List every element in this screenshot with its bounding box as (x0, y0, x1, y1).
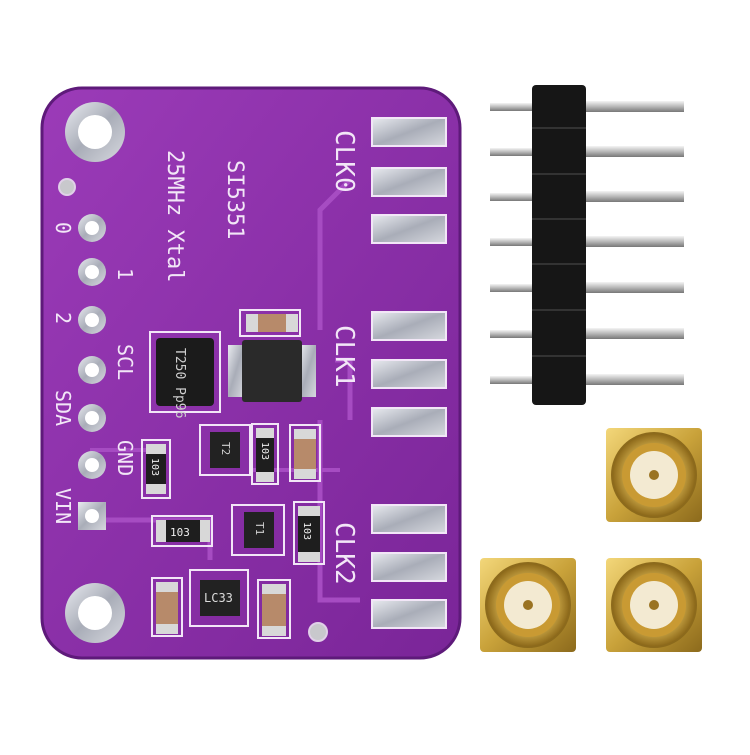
pin-header (490, 85, 684, 405)
transistor-t1: T1 (231, 504, 285, 556)
clk0-label: CLK0 (329, 130, 359, 193)
t2-label: T2 (219, 442, 232, 455)
clk2-edge-pads (371, 504, 447, 629)
resistor-right: 103 (293, 501, 325, 565)
resistor-horizontal: 103 (151, 515, 213, 547)
resistor-mid: 103 (251, 423, 279, 485)
fiducial-top (58, 178, 76, 196)
resistor-mid-label: 103 (259, 442, 270, 460)
resistor-horizontal-label: 103 (170, 526, 190, 539)
clk1-label: CLK1 (329, 325, 359, 388)
pin-label-vin: VIN (51, 488, 75, 524)
transistor-t2: T2 (199, 424, 251, 476)
mounting-hole-bottom (65, 583, 125, 643)
pin-label-2: 2 (51, 312, 75, 324)
pin-label-scl: SCL (113, 344, 137, 380)
mounting-hole-top (65, 102, 125, 162)
clk1-edge-pads (371, 311, 447, 437)
fiducial-bottom (308, 622, 328, 642)
resistor-left-label: 103 (149, 458, 160, 476)
crystal-label: 25MHz Xtal (162, 150, 187, 282)
voltage-regulator: LC33 (189, 569, 249, 627)
si5351-chip (228, 340, 316, 402)
pin-label-0: 0 (51, 222, 75, 234)
pin-labels: 0 1 2 SCL SDA GND VIN (51, 222, 137, 524)
board-pin-pads (78, 214, 106, 530)
capacitor-bottom-right (257, 579, 291, 639)
pin-label-sda: SDA (51, 390, 75, 426)
capacitor-bottom-left (151, 577, 183, 637)
chip-name-label: SI5351 (222, 160, 247, 239)
pin-label-1: 1 (113, 268, 137, 280)
t1-label: T1 (253, 522, 266, 535)
sma-connector-bottom-right (606, 558, 702, 652)
clk2-label: CLK2 (329, 522, 359, 585)
sma-connector-bottom-left (480, 558, 576, 652)
crystal-marking: T250 Pp96 (172, 348, 187, 418)
sma-connector-top-right (606, 428, 702, 522)
clk0-edge-pads (371, 117, 447, 244)
resistor-right-label: 103 (301, 522, 312, 540)
capacitor-mid (289, 424, 321, 482)
crystal-oscillator: T250 Pp96 (149, 331, 221, 418)
pin-label-gnd: GND (113, 440, 137, 476)
capacitor-top (239, 309, 301, 337)
resistor-left: 103 (141, 439, 171, 499)
regulator-label: LC33 (204, 591, 233, 605)
